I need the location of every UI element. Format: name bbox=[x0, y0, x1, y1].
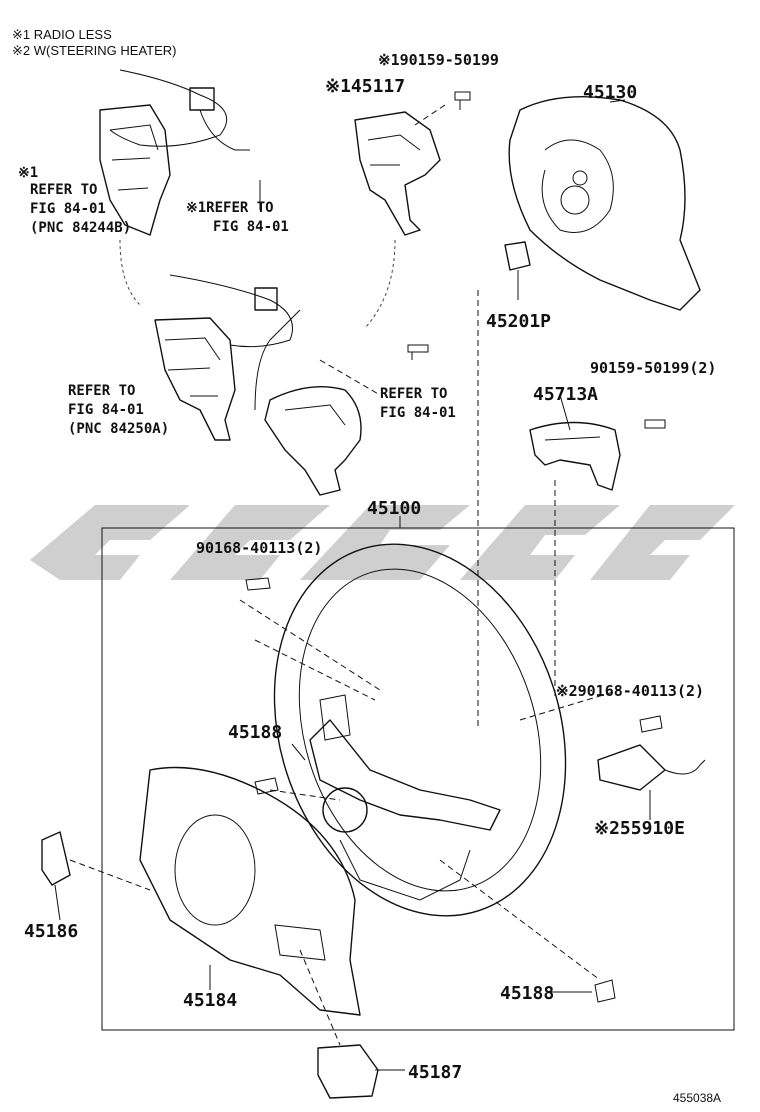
bolt-90168 bbox=[245, 577, 271, 591]
label-45184: 45184 bbox=[183, 990, 237, 1011]
note-steering-heater: ※2 W(STEERING HEATER) bbox=[12, 43, 177, 58]
label-45187: 45187 bbox=[408, 1062, 462, 1083]
ref-b-line1: ※1REFER TO bbox=[186, 200, 274, 216]
ref-c-line1: REFER TO bbox=[68, 383, 135, 399]
figure-id: 455038A bbox=[673, 1091, 721, 1105]
arrow-2 bbox=[364, 239, 396, 329]
label-190159-50199: ※190159-50199 bbox=[378, 51, 499, 69]
ref-a-line2: REFER TO bbox=[30, 182, 97, 198]
ref-a-line4: (PNC 84244B) bbox=[30, 220, 131, 236]
label-45201p: 45201P bbox=[486, 311, 551, 332]
switch-assembly-upper-left bbox=[99, 69, 250, 236]
part-45186-clip bbox=[41, 831, 71, 886]
label-55910e: ※255910E bbox=[594, 818, 685, 839]
part-45201p-nut bbox=[504, 241, 531, 271]
part-45713a-cover bbox=[529, 421, 621, 491]
ref-c-line3: (PNC 84250A) bbox=[68, 421, 169, 437]
label-90159-50199-2: 90159-50199(2) bbox=[590, 359, 716, 377]
part-55910e-module bbox=[597, 744, 706, 791]
ref-d-line1: REFER TO bbox=[380, 386, 447, 402]
bolt-45188-a bbox=[254, 777, 279, 795]
ref-d-line2: FIG 84-01 bbox=[380, 405, 456, 421]
bolt-45188-b bbox=[594, 979, 616, 1003]
part-45184-lower-cover bbox=[139, 766, 361, 1016]
assembly-box bbox=[101, 527, 735, 1031]
steering-wheel-45100 bbox=[273, 543, 567, 917]
part-45187-cap bbox=[317, 1044, 379, 1099]
label-45186: 45186 bbox=[24, 921, 78, 942]
label-90168-40113-b: ※290168-40113(2) bbox=[556, 682, 704, 700]
label-45188-a: 45188 bbox=[228, 722, 282, 743]
label-45117: ※145117 bbox=[325, 76, 405, 97]
ref-a-line3: FIG 84-01 bbox=[30, 201, 106, 217]
ref-c-line2: FIG 84-01 bbox=[68, 402, 144, 418]
arrow-1 bbox=[119, 239, 141, 306]
label-45713a: 45713A bbox=[533, 384, 598, 405]
part-45117-switch bbox=[354, 111, 441, 236]
watermark bbox=[30, 505, 735, 580]
ref-a-line1: ※1 bbox=[18, 165, 38, 181]
note-radio-less: ※1 RADIO LESS bbox=[12, 27, 112, 42]
label-45130: 45130 bbox=[583, 82, 637, 103]
part-45130-airbag bbox=[508, 95, 701, 311]
switch-assembly-lower-left bbox=[154, 274, 293, 441]
label-90168-40113-a: 90168-40113(2) bbox=[196, 539, 322, 557]
bolt-90168-b bbox=[639, 715, 663, 733]
ref-b-line2: FIG 84-01 bbox=[213, 219, 289, 235]
label-45100: 45100 bbox=[367, 498, 421, 519]
label-45188-b: 45188 bbox=[500, 983, 554, 1004]
switch-assembly-center bbox=[254, 309, 362, 496]
